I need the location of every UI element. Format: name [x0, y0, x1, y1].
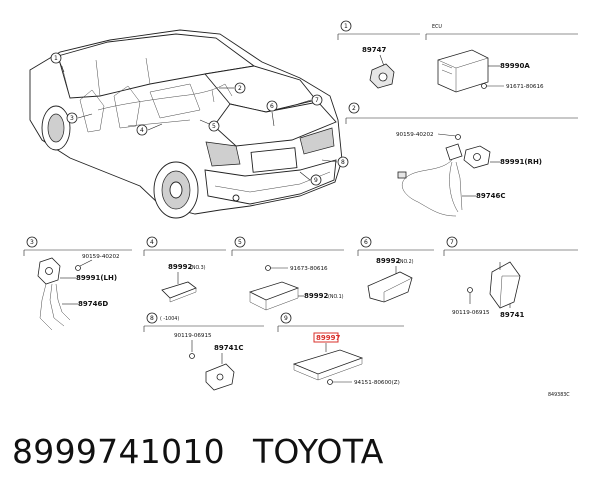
part-90159-40202-b-label: 90159-40202 [82, 254, 120, 260]
group-8-number: 8 [150, 315, 154, 322]
part-89990A-label: 89990A [500, 62, 530, 70]
group-5-number: 5 [238, 239, 242, 246]
callout-4-label: 4 [140, 127, 144, 134]
callout-1-label: 1 [54, 55, 58, 62]
vehicle-callouts: 1 2 3 4 5 6 7 8 9 [50, 52, 349, 186]
group-7-number: 7 [450, 239, 454, 246]
group-9-number: 9 [284, 315, 288, 322]
part-89992-no3-label: 89992 [168, 263, 192, 271]
footer-brand: TOYOTA [252, 432, 384, 471]
callout-4 [136, 124, 148, 136]
callout-2 [234, 82, 246, 94]
part-90119-06915-b-label: 90119-06915 [174, 333, 212, 339]
part-91671-80616-label: 91671-80616 [506, 84, 544, 90]
parts-diagram: 1 2 3 4 5 6 7 8 9 1 89747 [23, 20, 578, 398]
callout-1 [50, 52, 62, 64]
callout-5 [208, 120, 220, 132]
callout-6 [266, 100, 278, 112]
part-89992-no3-note: (NO.3) [190, 265, 206, 271]
ecu-89990A [437, 49, 489, 93]
group-2-number: 2 [352, 105, 356, 112]
group-1: 1 89747 [337, 20, 420, 89]
group-8-badge [146, 312, 158, 324]
callout-8 [337, 156, 349, 168]
highlight-box [313, 332, 339, 343]
part-89741C-label: 89741C [214, 344, 244, 352]
group-4-badge [146, 236, 158, 248]
group-6-number: 6 [364, 239, 368, 246]
part-89747-label: 89747 [362, 46, 386, 54]
part-89746D-label: 89746D [78, 300, 108, 308]
part-89992-no2-label: 89992 [376, 257, 400, 265]
group-8: 8 ( -1004) 90119-06915 89741C [143, 312, 264, 391]
callout-9 [310, 174, 322, 186]
group-4-number: 4 [150, 239, 154, 246]
part-89991-lh-label: 89991(LH) [76, 274, 117, 282]
footer-part-number: 8999741010 [12, 432, 225, 471]
group-2: 2 90159-40202 89991(RH) 89746C [345, 102, 578, 217]
group-8-note: ( -1004) [160, 316, 179, 322]
callout-7-label: 7 [315, 97, 319, 104]
part-91673-80616-label: 91673-80616 [290, 266, 328, 272]
group-2-badge [348, 102, 360, 114]
bracket-89741 [489, 261, 521, 309]
sensor-89992-no1 [248, 281, 300, 301]
group-5-badge [234, 236, 246, 248]
part-90159-40202-a-label: 90159-40202 [396, 132, 434, 138]
callout-2-label: 2 [238, 85, 242, 92]
part-89741-label: 89741 [500, 311, 524, 319]
part-89992-no2-note: (NO.2) [398, 259, 414, 265]
part-94151-80600-label: 94151-80600(Z) [354, 380, 400, 386]
group-9-badge [280, 312, 292, 324]
group-6-badge [360, 236, 372, 248]
group-7: 7 90119-06915 89741 [443, 236, 578, 319]
callout-3 [66, 112, 78, 124]
callout-6-label: 6 [270, 103, 274, 110]
group-ecu: ECU 89990A 91671-80616 [425, 24, 578, 93]
group-6: 6 89992 (NO.2) [357, 236, 434, 303]
group-7-badge [446, 236, 458, 248]
callout-9-label: 9 [314, 177, 318, 184]
group-1-number: 1 [344, 23, 348, 30]
part-89992-no1-note: (NO.1) [328, 294, 344, 300]
part-89997-label[interactable]: 89997 [316, 334, 340, 342]
group-9: 9 89997 94151-80600(Z) [277, 312, 404, 386]
sensor-89997 [292, 349, 364, 375]
part-89992-no1-label: 89992 [304, 292, 328, 300]
callout-3-label: 3 [70, 115, 74, 122]
group-3-badge [26, 236, 38, 248]
sensor-89992-no2 [367, 271, 413, 303]
group-3: 3 90159-40202 89991(LH) 89746D [23, 236, 132, 331]
group-1-badge [340, 20, 352, 32]
footer-title: 8999741010 TOYOTA [12, 432, 384, 471]
callout-7 [311, 94, 323, 106]
sensor-89992-no3 [161, 281, 197, 299]
part-89991-rh-label: 89991(RH) [500, 158, 542, 166]
group-4: 4 89992 (NO.3) [143, 236, 226, 303]
callout-8-label: 8 [341, 159, 345, 166]
part-90119-06915-a-label: 90119-06915 [452, 310, 490, 316]
group-3-number: 3 [30, 239, 34, 246]
part-89746C-label: 89746C [476, 192, 506, 200]
ecu-title: ECU [432, 24, 442, 30]
group-5: 5 91673-80616 89992 (NO.1) [231, 236, 344, 311]
callout-5-label: 5 [212, 123, 216, 130]
vehicle-illustration [29, 29, 343, 219]
diagram-reference-code: 849383C [548, 392, 570, 398]
